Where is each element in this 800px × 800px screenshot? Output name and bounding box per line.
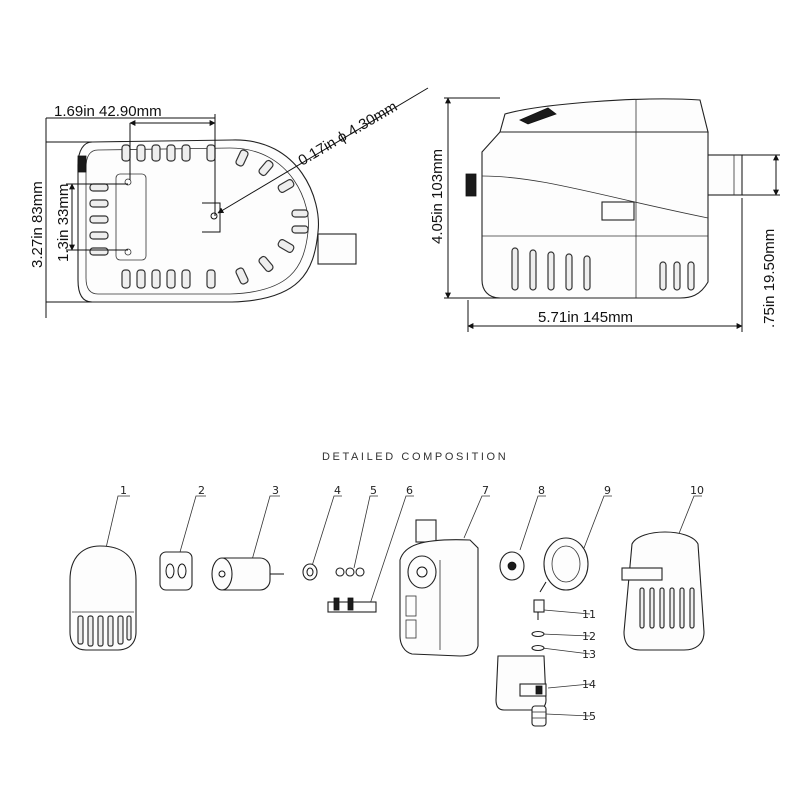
part-6-number: 6 bbox=[406, 484, 413, 497]
top-view-switch-tab bbox=[77, 155, 87, 173]
part-12-number: 12 bbox=[582, 630, 596, 643]
part-9-volute bbox=[539, 537, 589, 593]
part-1-number: 1 bbox=[120, 484, 127, 497]
part-4-number: 4 bbox=[334, 484, 341, 497]
part-13-o-ring bbox=[531, 644, 545, 652]
part-14-switch-housing bbox=[495, 655, 547, 711]
dim-side-length: 5.71in 145mm bbox=[538, 309, 633, 326]
part-1-lid bbox=[69, 545, 137, 651]
part-7-housing bbox=[399, 519, 479, 657]
top-view: 1.69in 42.90mm 0.17in ϕ 4.30mm 3.27in 83… bbox=[29, 87, 429, 318]
part-11-connector bbox=[533, 599, 545, 620]
part-2-plate bbox=[159, 551, 193, 591]
part-7-number: 7 bbox=[482, 484, 489, 497]
part-9-number: 9 bbox=[604, 484, 611, 497]
side-view-outlet bbox=[705, 154, 743, 196]
top-view-body-outline bbox=[77, 139, 320, 303]
side-view: 4.05in 103mm 5.71in 145mm .75in 19.50mm bbox=[429, 97, 780, 332]
top-view-bracket bbox=[202, 202, 221, 233]
part-2-number: 2 bbox=[198, 484, 205, 497]
part-4-washer bbox=[302, 563, 318, 581]
top-view-slots-top bbox=[121, 144, 295, 193]
part-5-number: 5 bbox=[370, 484, 377, 497]
dim-outlet: .75in 19.50mm bbox=[761, 229, 778, 328]
dim-top-width: 1.69in 42.90mm bbox=[54, 103, 162, 120]
part-12-o-ring bbox=[531, 630, 545, 638]
top-view-outlet bbox=[317, 233, 357, 265]
part-5-rings bbox=[335, 567, 365, 577]
part-13-number: 13 bbox=[582, 648, 596, 661]
dim-inner-height: 1.3in 33mm bbox=[55, 184, 72, 262]
part-3-number: 3 bbox=[272, 484, 279, 497]
dim-side-height: 4.05in 103mm bbox=[429, 149, 446, 244]
part-15-fitting bbox=[531, 705, 547, 727]
dim-hole-diameter: 0.17in ϕ 4.30mm bbox=[295, 98, 400, 169]
part-3-motor bbox=[211, 557, 284, 591]
composition-title: DETAILED COMPOSITION bbox=[322, 451, 508, 463]
top-view-center-hole bbox=[210, 212, 218, 220]
top-view-slots-left bbox=[89, 183, 309, 256]
part-14-number: 14 bbox=[582, 678, 596, 691]
side-view-body bbox=[481, 131, 709, 299]
part-8-number: 8 bbox=[538, 484, 545, 497]
part-8-impeller bbox=[499, 551, 525, 581]
part-6-contact-strip bbox=[327, 597, 377, 613]
dim-left-height: 3.27in 83mm bbox=[29, 181, 46, 268]
exploded-view: 1 2 3 4 5 6 7 8 9 10 11 12 13 14 15 bbox=[69, 484, 705, 727]
part-10-strainer-base bbox=[621, 531, 705, 651]
top-view-slots-bottom bbox=[121, 239, 295, 289]
top-view-inner-plate bbox=[115, 173, 147, 261]
part-11-number: 11 bbox=[582, 608, 596, 621]
side-view-lid bbox=[499, 98, 709, 133]
part-10-number: 10 bbox=[690, 484, 704, 497]
side-view-grill bbox=[511, 247, 695, 291]
part-15-number: 15 bbox=[582, 710, 596, 723]
